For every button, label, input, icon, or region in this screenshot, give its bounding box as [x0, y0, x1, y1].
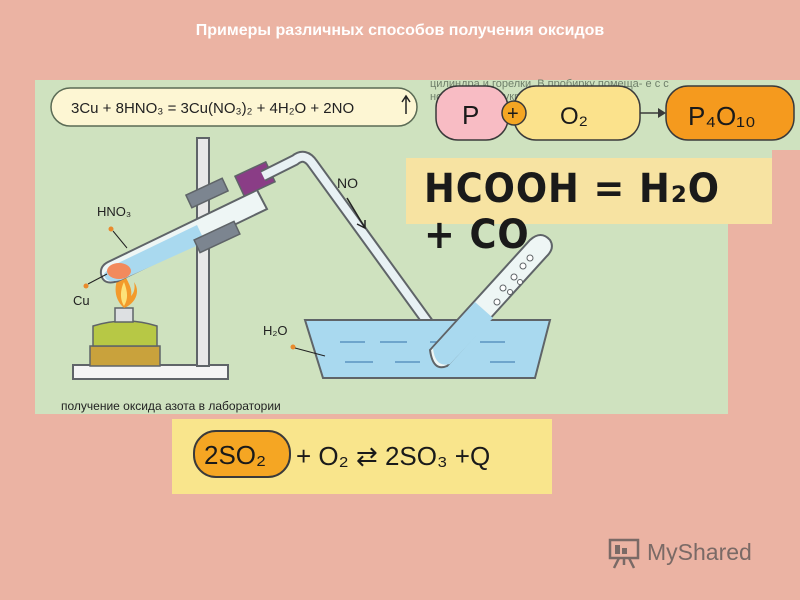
so2-equation-rest: + O₂ ⇄ 2SO₃ +Q [296, 441, 490, 471]
hcooh-equation: HCOOH = H₂O + CO [424, 166, 720, 258]
burner-base [89, 345, 161, 367]
gas-flow-arrow-icon [346, 197, 366, 230]
burner-body [92, 320, 158, 347]
reactant-p-text: P [462, 100, 479, 130]
collecting-tube [428, 234, 553, 369]
reactant-o2-text: O₂ [560, 103, 588, 130]
flame-core [120, 282, 128, 306]
watermark: MyShared [607, 537, 777, 571]
copper-pieces [107, 263, 131, 279]
equation-box [50, 87, 418, 127]
reaction-arrow-icon [658, 108, 666, 118]
clamp-lower [193, 220, 241, 254]
so2-highlight [193, 430, 291, 478]
h2o-pointer-dot [290, 344, 296, 350]
product-text: P₄O₁₀ [688, 101, 756, 131]
h2o-label: H₂O [263, 323, 288, 338]
sulfur-oxidation-equation: 2SO₂ + O₂ ⇄ 2SO₃ +Q [172, 419, 552, 494]
formic-acid-decomposition: HCOOH = H₂O + CO [406, 148, 772, 258]
hno3-pointer-dot [108, 226, 114, 232]
phosphorus-combustion-scheme: цилиндра и горелки. В пробирку помеща- е… [426, 78, 800, 150]
cu-pointer-dot [83, 283, 89, 289]
presentation-board-icon [608, 538, 640, 569]
hno3-label: HNO₃ [97, 204, 131, 219]
lab-apparatus-illustration: 3Cu + 8HNO₃ = 3Cu(NO₃)₂ + 4H₂O + 2NO [50, 87, 553, 413]
equation-text: 3Cu + 8HNO₃ = 3Cu(NO₃)₂ + 4H₂O + 2NO [71, 100, 354, 117]
cu-label: Cu [73, 293, 90, 308]
no-label: NO [337, 175, 358, 191]
plus-circle-icon [501, 100, 527, 126]
scheme-diagram: P O₂ + P₄O₁₀ [435, 85, 795, 141]
test-tube [99, 188, 269, 284]
burner-wick [114, 307, 134, 323]
slide-title: Примеры различных способов получения окс… [195, 22, 605, 39]
watermark-text: MyShared [647, 539, 752, 565]
clamp-upper [184, 177, 230, 209]
so2-reactant: 2SO₂ [204, 440, 266, 470]
stand-base [72, 364, 229, 380]
so2-equation-graphic: 2SO₂ + O₂ ⇄ 2SO₃ +Q [193, 430, 490, 478]
gas-release-arrow-icon [401, 94, 411, 114]
product-box [665, 85, 795, 141]
water-trough [303, 319, 552, 379]
lab-caption: получение оксида азота в лаборатории [61, 399, 281, 413]
plus-operator: + [507, 103, 519, 125]
